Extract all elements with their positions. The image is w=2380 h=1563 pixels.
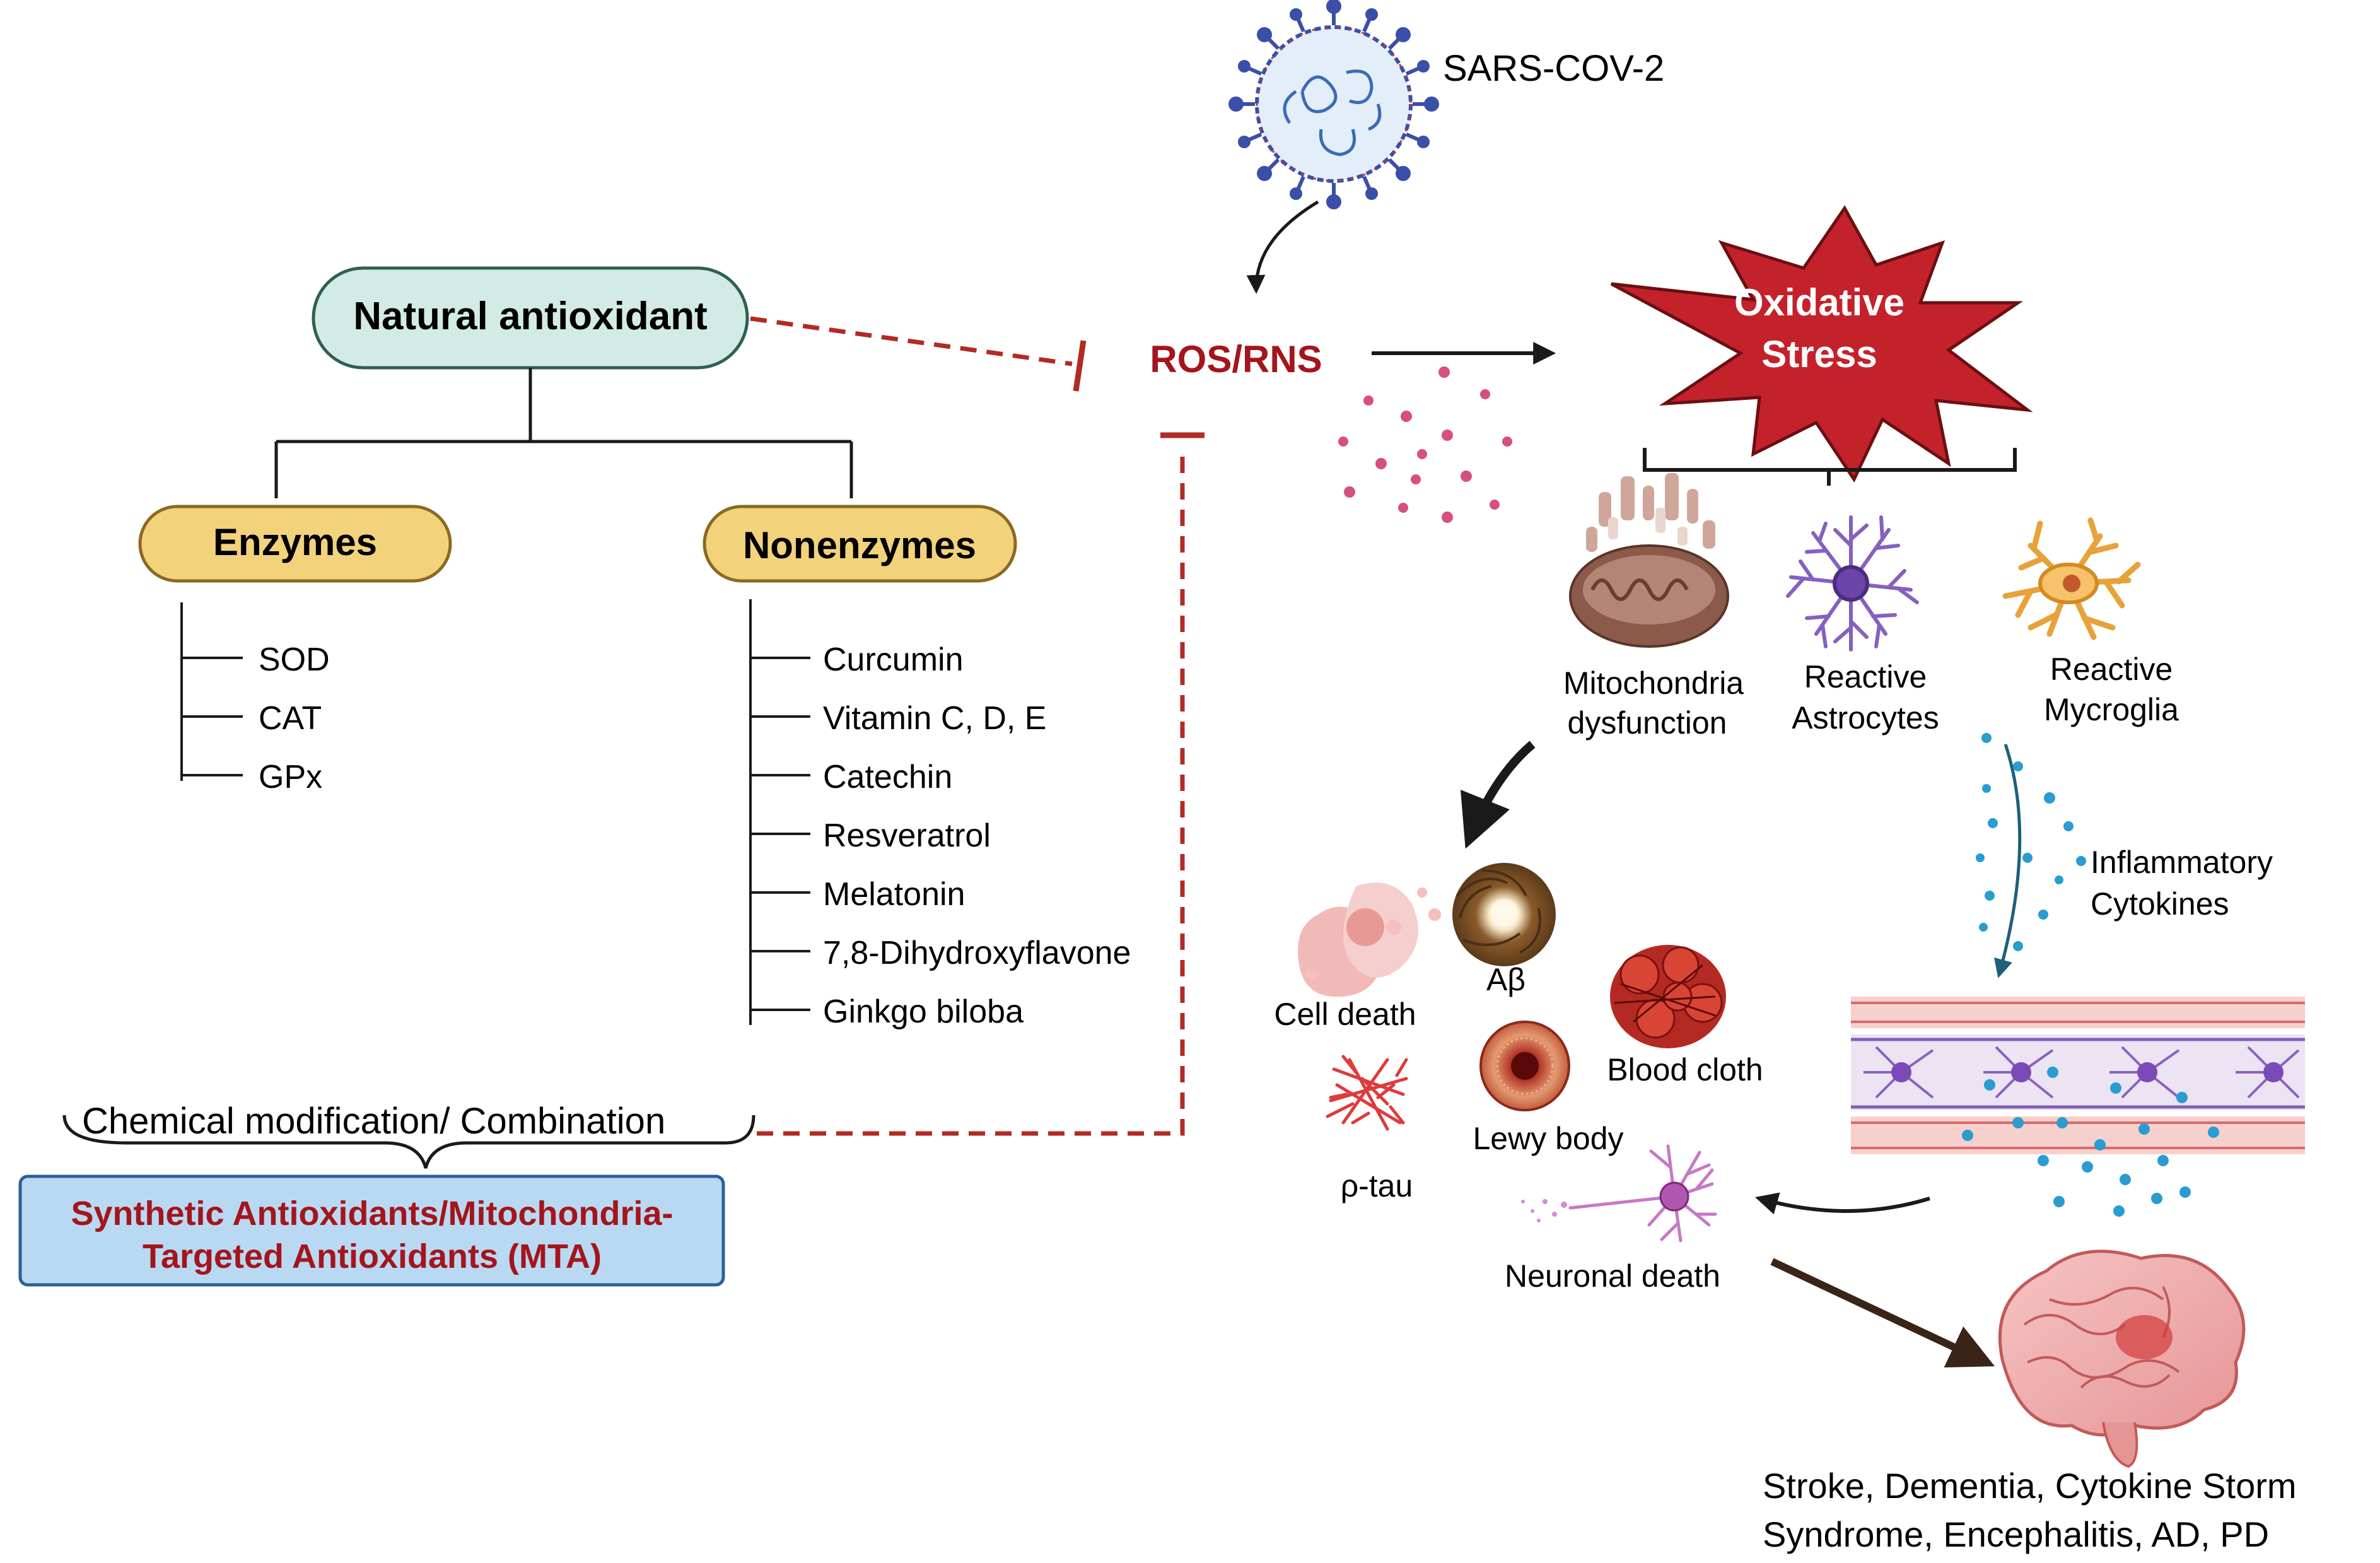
synthetic-line1: Synthetic Antioxidants/Mitochondria- — [71, 1195, 673, 1232]
ptau-label: ρ-tau — [1341, 1168, 1413, 1203]
nonenzyme-item: Catechin — [823, 759, 952, 795]
nonenzyme-item: Melatonin — [823, 876, 965, 913]
oxidative-line1: Oxidative — [1734, 281, 1905, 324]
cell-death-icon — [1298, 882, 1441, 997]
blood-clot-icon — [1610, 945, 1726, 1048]
ros-particles — [1338, 366, 1512, 523]
cytokines-line2: Cytokines — [2091, 886, 2229, 922]
mito-line1: Mitochondria — [1563, 665, 1744, 701]
blood-brain-barrier-icon — [1851, 997, 2305, 1217]
nonenzyme-item: 7,8-Dihydroxyflavone — [823, 935, 1131, 971]
natural-antioxidant-label: Natural antioxidant — [353, 295, 708, 338]
microglia-icon — [2002, 517, 2141, 640]
cytokines-line1: Inflammatory — [2091, 845, 2273, 880]
curly-brace — [62, 1115, 755, 1169]
outcome-line1: Stroke, Dementia, Cytokine Storm — [1763, 1466, 2297, 1506]
neuron-icon — [1521, 1144, 1717, 1243]
natural-antioxidant-node: Natural antioxidant — [312, 266, 749, 370]
inhibition-line-natural — [750, 316, 1087, 392]
nonenzyme-item: Vitamin C, D, E — [823, 700, 1046, 737]
nonenzymes-label: Nonenzymes — [743, 524, 976, 566]
astrocyte-icon — [1786, 515, 1919, 652]
virus-label: SARS-COV-2 — [1443, 48, 1664, 89]
oxidative-stress-node: Oxidative Stress — [1610, 205, 2033, 483]
astro-line1: Reactive — [1804, 659, 1927, 694]
enzyme-item: CAT — [259, 700, 322, 737]
ros-rns-label: ROS/RNS — [1150, 338, 1322, 380]
arrow-mito-to-pathology — [1460, 741, 1536, 849]
ptau-icon — [1326, 1055, 1408, 1131]
nonenzyme-item: Resveratrol — [823, 817, 991, 854]
chemical-modification-label: Chemical modification/ Combination — [82, 1101, 665, 1142]
lewy-body-icon — [1479, 1021, 1570, 1111]
oxidative-line2: Stress — [1761, 333, 1877, 375]
enzyme-item: SOD — [259, 641, 330, 678]
mito-line2: dysfunction — [1568, 705, 1727, 741]
neuronal-death-label: Neuronal death — [1505, 1258, 1720, 1294]
effects-bracket — [1643, 448, 2017, 486]
lewy-body-label: Lewy body — [1473, 1121, 1623, 1156]
nonenzymes-list: Curcumin Vitamin C, D, E Catechin Resver… — [749, 599, 1131, 1030]
arrow-cytokines — [1993, 744, 2022, 978]
arrow-neuron-to-brain — [1770, 1258, 1995, 1368]
nonenzyme-item: Ginkgo biloba — [823, 993, 1024, 1030]
tree-connectors — [274, 368, 853, 498]
virus-icon — [1228, 0, 1439, 209]
brain-icon — [1998, 1250, 2246, 1468]
nonenzyme-item: Curcumin — [823, 641, 964, 678]
nonenzymes-node: Nonenzymes — [703, 505, 1017, 583]
synthetic-antioxidants-node: Synthetic Antioxidants/Mitochondria- Tar… — [18, 1174, 725, 1287]
micro-line2: Mycroglia — [2044, 692, 2179, 727]
arrow-vessel-to-neuron — [1755, 1192, 1930, 1215]
outcome-line2: Syndrome, Encephalitis, AD, PD — [1763, 1514, 2269, 1554]
abeta-label: Aβ — [1486, 962, 1525, 997]
mitochondria-icon — [1569, 473, 1729, 648]
arrow-virus-to-ros — [1246, 200, 1319, 294]
enzymes-label: Enzymes — [213, 521, 377, 563]
cell-death-label: Cell death — [1274, 997, 1416, 1032]
enzyme-item: GPx — [259, 759, 322, 795]
micro-line1: Reactive — [2050, 652, 2173, 687]
amyloid-beta-icon — [1452, 863, 1556, 966]
enzymes-node: Enzymes — [138, 505, 452, 583]
cytokine-particles — [1976, 733, 2086, 951]
synthetic-line2: Targeted Antioxidants (MTA) — [143, 1238, 602, 1275]
inhibition-line-synthetic — [757, 432, 1205, 1136]
blood-cloth-label: Blood cloth — [1607, 1052, 1763, 1087]
enzymes-list: SOD CAT GPx — [180, 602, 330, 795]
astro-line2: Astrocytes — [1792, 700, 1939, 735]
